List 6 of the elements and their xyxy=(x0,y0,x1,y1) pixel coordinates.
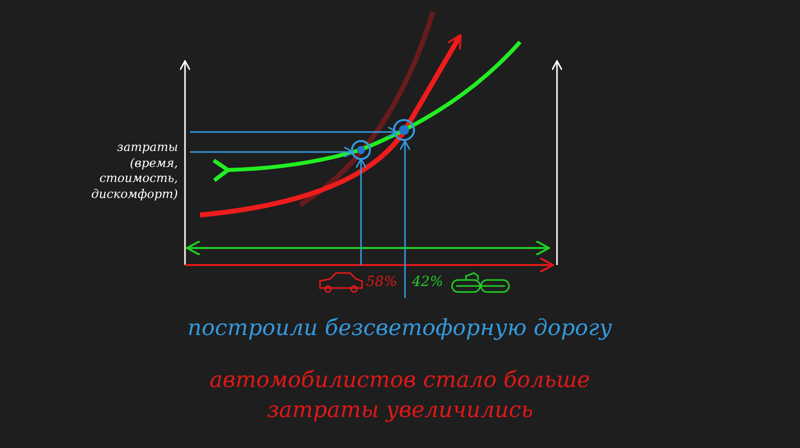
percentage-label: 58% xyxy=(366,274,398,290)
percentage-label: 42% xyxy=(412,274,444,290)
axis-label: затраты (время, стоимость, дискомфорт) xyxy=(90,140,178,202)
caption-text: затраты увеличились xyxy=(267,398,534,423)
caption-text: построили безсветофорную дорогу xyxy=(188,316,612,341)
caption-text: автомобилистов стало больше xyxy=(210,368,590,393)
